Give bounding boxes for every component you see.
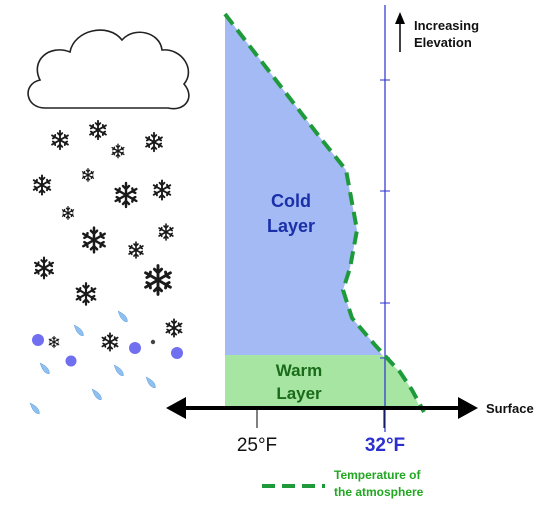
elevation-label-line1: Increasing (414, 18, 479, 33)
raindrop-icon (38, 361, 52, 376)
snowflake-icon (81, 167, 95, 183)
snowflake-icon (51, 129, 69, 151)
cold-layer-label-line2: Layer (267, 216, 315, 236)
snowflake-icon (114, 181, 138, 209)
snowflake-icon (152, 179, 172, 201)
cloud-icon (27, 29, 190, 110)
snowflake-icon (165, 318, 183, 338)
warm-layer-label-line1: Warm (276, 361, 323, 380)
legend-label-line2: the atmosphere (334, 485, 424, 499)
snowflake-icon (111, 143, 125, 159)
warm-layer-label-line2: Layer (276, 384, 322, 403)
snowflake-icon (145, 131, 163, 153)
sleet-pellet-icon (32, 334, 44, 346)
snowflake-icon (32, 174, 52, 196)
snowflake-icon (144, 264, 172, 296)
raindrop-icon (28, 401, 42, 416)
snowflake-icon (82, 226, 106, 254)
surface-arrow-right-icon (458, 397, 478, 419)
temperature-profile-line (223, 12, 426, 413)
axis-ticks (256, 408, 385, 428)
raindrop-icon (116, 309, 130, 324)
snowflake-icon (48, 335, 60, 349)
snowflake-icon (89, 119, 107, 141)
sleet-pellet-icon (65, 355, 77, 367)
cold-layer-label-line1: Cold (271, 191, 311, 211)
raindrops (28, 309, 158, 416)
elevation-label-line2: Elevation (414, 35, 472, 50)
sleet-small-icon (150, 339, 156, 345)
snowflake-icon (128, 241, 144, 259)
raindrop-icon (112, 363, 126, 378)
legend-label-line1: Temperature of (334, 468, 421, 482)
raindrop-icon (144, 375, 158, 390)
sleet-pellets (32, 334, 183, 367)
raindrop-icon (90, 387, 104, 402)
temp-32-label: 32°F (365, 435, 405, 456)
surface-label: Surface (486, 401, 534, 416)
snowflake-icon (61, 205, 75, 221)
snowflake-icon (101, 332, 119, 352)
snowflake-icon (75, 282, 97, 306)
snowflakes (32, 119, 183, 352)
cold-layer-region (225, 14, 382, 355)
warm-layer-region (225, 355, 420, 408)
temp-25-label: 25°F (237, 435, 277, 456)
sleet-pellet-icon (171, 347, 183, 359)
raindrop-icon (72, 323, 86, 338)
surface-arrow-left-icon (166, 397, 186, 419)
elevation-arrow-icon (395, 12, 405, 24)
snowflake-icon (33, 256, 55, 280)
sleet-pellet-icon (129, 342, 141, 354)
snowflake-icon (158, 223, 174, 241)
